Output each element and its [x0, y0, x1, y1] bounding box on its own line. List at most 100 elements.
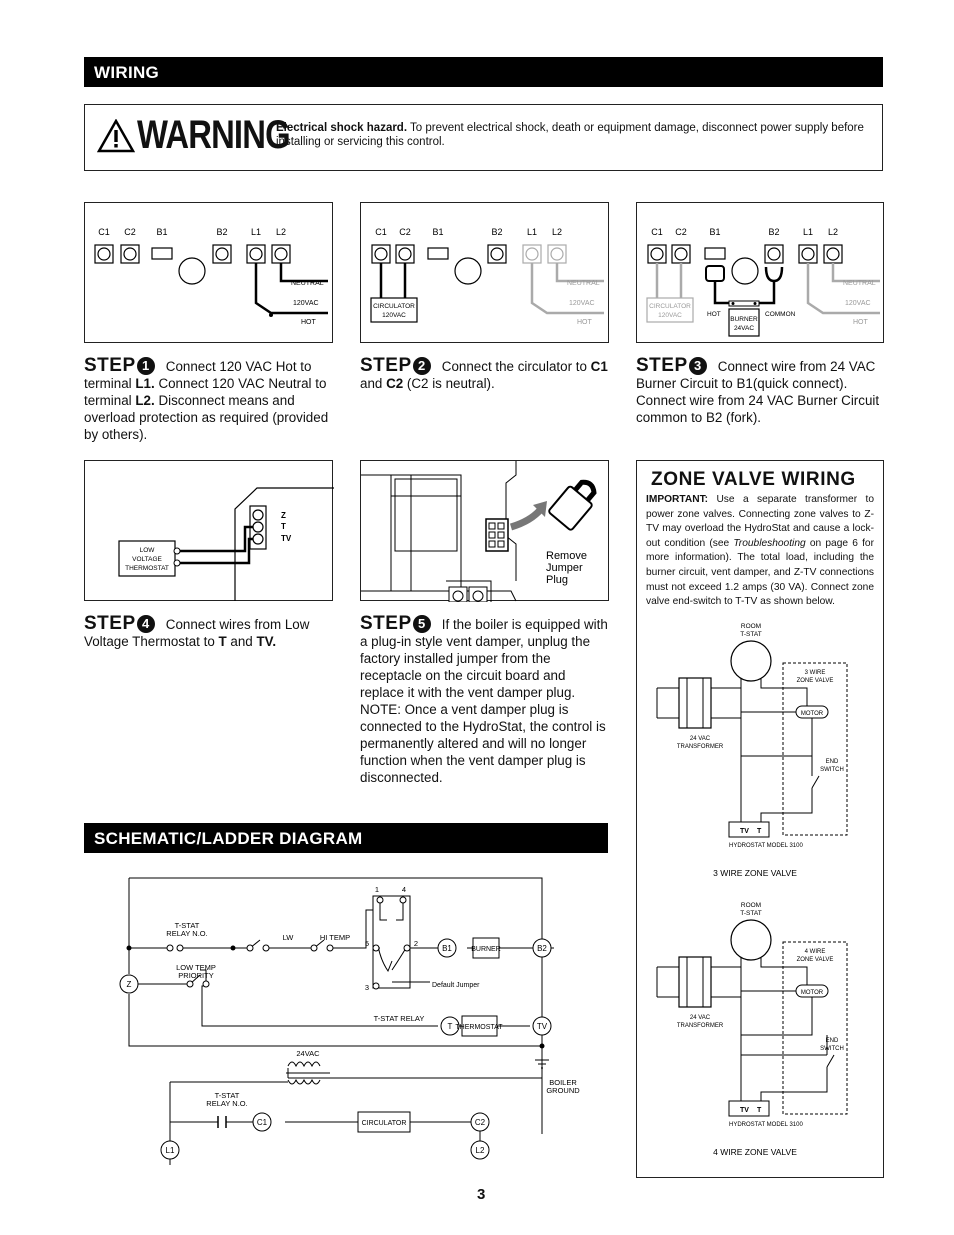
svg-text:HOT: HOT	[707, 311, 721, 318]
svg-text:Z: Z	[281, 511, 286, 520]
svg-text:B1: B1	[432, 227, 443, 237]
step2-wiring-figure: C1 C2 B1 B2 L1 L2 CIRCULATOR 120VAC	[370, 227, 604, 326]
schematic-title: SCHEMATIC/LADDER DIAGRAM	[94, 829, 363, 848]
svg-text:L2: L2	[552, 227, 562, 237]
svg-text:T-STAT: T-STAT	[175, 921, 200, 930]
svg-text:THERMOSTAT: THERMOSTAT	[455, 1024, 503, 1031]
svg-text:3 WIRE: 3 WIRE	[805, 670, 826, 676]
svg-text:C1: C1	[375, 227, 387, 237]
wiring-section-header: WIRING	[84, 57, 883, 87]
svg-text:MOTOR: MOTOR	[801, 990, 824, 996]
terminal-l1-label: L1	[251, 227, 261, 237]
svg-text:Z: Z	[127, 980, 132, 989]
page-number: 3	[477, 1186, 486, 1203]
svg-text:Jumper: Jumper	[546, 562, 583, 574]
svg-text:HOT: HOT	[853, 319, 869, 326]
four-wire-diagram: ROOM T-STAT 4 WIRE ZONE VALVE MOTOR	[656, 902, 848, 1157]
svg-text:Remove: Remove	[546, 550, 587, 562]
four-wire-caption: 4 WIRE ZONE VALVE	[713, 1147, 797, 1157]
three-wire-diagram: ROOM T-STAT 3 WIRE ZONE VALVE MOTOR	[656, 623, 848, 878]
svg-text:3: 3	[365, 983, 369, 992]
svg-text:GROUND: GROUND	[546, 1086, 580, 1095]
svg-text:ROOM: ROOM	[741, 623, 761, 630]
svg-text:24 VAC: 24 VAC	[690, 1015, 711, 1021]
three-wire-caption: 3 WIRE ZONE VALVE	[713, 868, 797, 878]
svg-text:BURNER: BURNER	[471, 946, 501, 953]
svg-text:LW: LW	[283, 933, 295, 942]
svg-text:B1: B1	[709, 227, 720, 237]
svg-text:120VAC: 120VAC	[293, 300, 319, 307]
svg-text:2: 2	[414, 939, 418, 948]
svg-text:C1: C1	[257, 1118, 268, 1127]
svg-text:5: 5	[365, 939, 369, 948]
svg-text:T: T	[281, 522, 286, 531]
svg-text:4 WIRE: 4 WIRE	[805, 949, 826, 955]
step5-jumper-figure: Remove Jumper Plug	[361, 461, 597, 603]
step4-diagram: Z T TV LOW VOLTAGE THERMOSTAT	[84, 460, 334, 601]
svg-text:CIRCULATOR: CIRCULATOR	[373, 303, 415, 310]
svg-text:TV: TV	[537, 1022, 548, 1031]
svg-text:B2: B2	[768, 227, 779, 237]
zone-valve-diagrams: ROOM T-STAT 3 WIRE ZONE VALVE MOTOR	[656, 623, 848, 1157]
svg-text:HI TEMP: HI TEMP	[320, 933, 350, 942]
svg-text:TV: TV	[281, 534, 292, 543]
svg-text:120VAC: 120VAC	[658, 312, 682, 319]
schematic-section-header: SCHEMATIC/LADDER DIAGRAM	[84, 823, 608, 853]
svg-text:C2: C2	[675, 227, 687, 237]
svg-text:B2: B2	[491, 227, 502, 237]
step4-wiring-figure: Z T TV LOW VOLTAGE THERMOSTAT	[118, 487, 334, 601]
svg-text:120VAC: 120VAC	[845, 300, 871, 307]
terminal-l2-label: L2	[276, 227, 286, 237]
svg-text:T: T	[757, 1107, 762, 1114]
svg-text:T-STAT: T-STAT	[215, 1091, 240, 1100]
zone-valve-panel: ZONE VALVE WIRING IMPORTANT: Use a separ…	[636, 460, 884, 1178]
svg-text:L2: L2	[476, 1146, 485, 1155]
svg-text:TV: TV	[740, 828, 749, 835]
step1-diagram: C1 C2 B1 B2 L1 L2 NEUTRAL 120VAC HOT	[84, 202, 333, 343]
svg-text:HYDROSTAT MODEL 3100: HYDROSTAT MODEL 3100	[729, 1122, 803, 1128]
warning-text: Electrical shock hazard. To prevent elec…	[276, 122, 864, 149]
zone-valve-text: IMPORTANT: Use a separate transformer to…	[646, 494, 874, 608]
svg-text:MOTOR: MOTOR	[801, 711, 824, 717]
step3-wiring-figure: C1 C2 B1 B2 L1 L2 CIRCULATOR 120VAC	[646, 227, 880, 337]
warning-triangle-icon	[97, 119, 135, 153]
step1-wiring-figure: C1 C2 B1 B2 L1 L2 NEUTRAL 120VAC HOT	[94, 227, 328, 326]
svg-text:T-STAT: T-STAT	[740, 910, 761, 917]
svg-text:C1: C1	[651, 227, 663, 237]
svg-text:ZONE VALVE: ZONE VALVE	[797, 678, 834, 684]
svg-text:CIRCULATOR: CIRCULATOR	[362, 1120, 407, 1127]
terminal-c1-label: C1	[98, 227, 110, 237]
svg-text:COMMON: COMMON	[765, 311, 796, 318]
svg-text:ROOM: ROOM	[741, 902, 761, 909]
svg-text:SWITCH: SWITCH	[820, 767, 844, 773]
svg-text:ZONE VALVE: ZONE VALVE	[797, 957, 834, 963]
svg-text:L1: L1	[803, 227, 813, 237]
svg-text:24VAC: 24VAC	[734, 325, 754, 332]
svg-text:T-STAT RELAY: T-STAT RELAY	[374, 1014, 425, 1023]
svg-text:HYDROSTAT MODEL 3100: HYDROSTAT MODEL 3100	[729, 843, 803, 849]
svg-text:THERMOSTAT: THERMOSTAT	[125, 565, 169, 572]
svg-text:END: END	[826, 759, 839, 765]
svg-text:LOW TEMP: LOW TEMP	[176, 963, 216, 972]
terminal-c2-label: C2	[124, 227, 136, 237]
svg-text:Default Jumper: Default Jumper	[432, 982, 480, 989]
svg-text:T: T	[448, 1022, 453, 1031]
svg-text:T: T	[757, 828, 762, 835]
svg-text:NEUTRAL: NEUTRAL	[567, 280, 600, 287]
svg-text:TV: TV	[740, 1107, 749, 1114]
warning-heading: WARNING	[137, 113, 291, 157]
svg-text:L1: L1	[166, 1146, 175, 1155]
step5-diagram: Remove Jumper Plug	[360, 460, 609, 603]
terminal-b1-label: B1	[156, 227, 167, 237]
svg-text:TRANSFORMER: TRANSFORMER	[677, 1023, 724, 1029]
svg-text:NEUTRAL: NEUTRAL	[291, 280, 324, 287]
step3-diagram: C1 C2 B1 B2 L1 L2 CIRCULATOR 120VAC	[636, 202, 884, 343]
svg-text:B1: B1	[442, 944, 452, 953]
svg-text:4: 4	[402, 885, 406, 894]
svg-text:HOT: HOT	[301, 319, 317, 326]
